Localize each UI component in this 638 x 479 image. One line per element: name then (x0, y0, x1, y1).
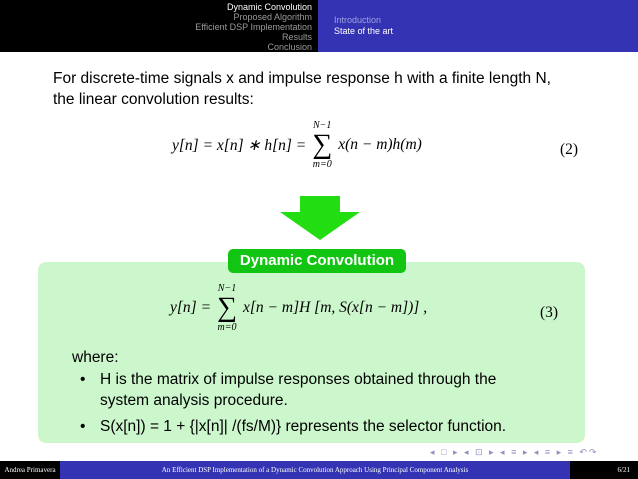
nav-section-conclusion[interactable]: Conclusion (267, 42, 312, 52)
footer-author: Andrea Primavera (0, 461, 60, 479)
nav-subsection-introduction[interactable]: Introduction (334, 15, 382, 25)
footer-title: An Efficient DSP Implementation of a Dyn… (60, 461, 570, 479)
nav-section-proposed-algorithm[interactable]: Proposed Algorithm (233, 12, 312, 22)
bullet-1-line-1: H is the matrix of impulse responses obt… (100, 371, 497, 388)
eq2-upper: N−1 (313, 120, 332, 131)
eq3-number: (3) (540, 304, 559, 321)
beamer-navigation-icons[interactable]: ◂ □ ▸ ◂ ⊡ ▸ ◂ ≡ ▸ ◂ ≡ ▸ ≡ ↶↷ (430, 447, 599, 457)
nav-section-efficient-dsp[interactable]: Efficient DSP Implementation (195, 22, 312, 32)
eq2-number: (2) (560, 141, 579, 158)
eq3-sum: N−1 ∑ m=0 (217, 283, 237, 333)
nav-section-dynamic-convolution[interactable]: Dynamic Convolution (226, 2, 312, 12)
eq3-lower: m=0 (217, 322, 237, 333)
eq3-lhs: y[n] = (170, 299, 212, 316)
down-arrow-icon (280, 196, 360, 240)
equation-2: y[n] = x[n] ∗ h[n] = N−1 ∑ m=0 x(n − m)h… (172, 120, 422, 170)
eq3-upper: N−1 (217, 283, 237, 294)
equation-3: y[n] = N−1 ∑ m=0 x[n − m]H [m, S(x[n − m… (170, 283, 427, 333)
footer-page: 6/21 (570, 461, 638, 479)
header-subsections (318, 0, 638, 52)
dynamic-convolution-block (38, 262, 585, 443)
where-label: where: (72, 349, 119, 366)
intro-line-1: For discrete-time signals x and impulse … (53, 70, 551, 87)
bullet-1-line-2: system analysis procedure. (100, 392, 288, 409)
eq2-lower: m=0 (312, 159, 332, 170)
bullet-icon: • (80, 418, 86, 435)
eq2-sum: N−1 ∑ m=0 (312, 120, 332, 170)
nav-section-results[interactable]: Results (281, 32, 312, 42)
eq3-rhs: x[n − m]H [m, S(x[n − m])] , (243, 299, 428, 316)
sum-symbol: ∑ (312, 129, 333, 160)
bullet-2: S(x[n]) = 1 + {|x[n]| /(fs/M)} represent… (100, 418, 507, 435)
intro-line-2: the linear convolution results: (53, 91, 254, 108)
header-sections (0, 0, 318, 52)
eq2-rhs: x(n − m)h(m) (338, 136, 422, 153)
nav-subsection-state-of-art[interactable]: State of the art (334, 26, 394, 36)
eq2-lhs: y[n] = x[n] ∗ h[n] = (172, 136, 307, 154)
sum-symbol: ∑ (217, 292, 237, 323)
block-title: Dynamic Convolution (228, 249, 406, 273)
bullet-icon: • (80, 371, 86, 388)
